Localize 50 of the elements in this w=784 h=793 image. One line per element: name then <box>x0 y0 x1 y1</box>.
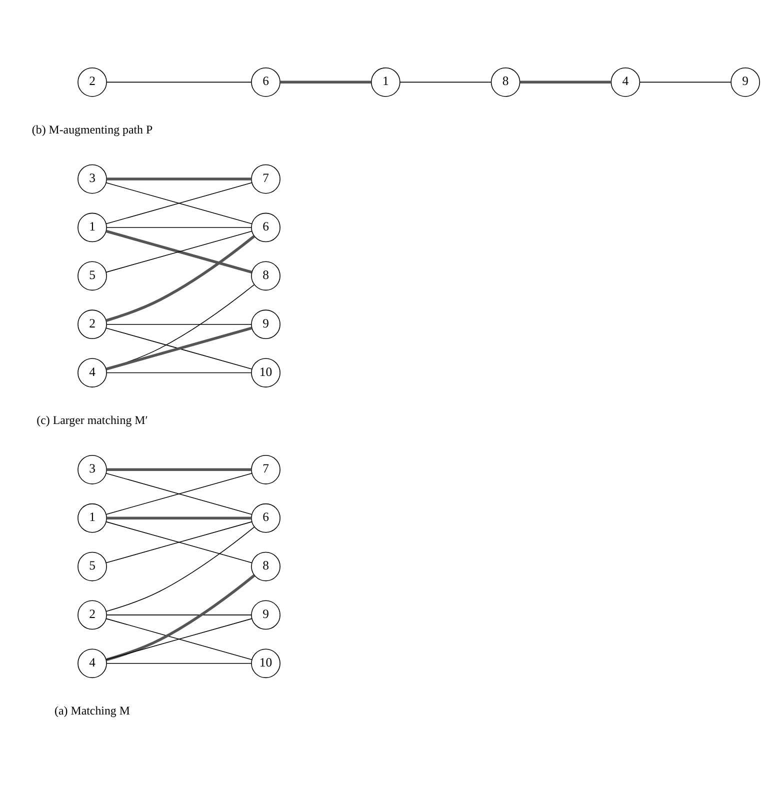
label: (a) Matching M <box>54 703 130 718</box>
node-circle: 4 <box>78 648 107 678</box>
connector <box>106 226 252 228</box>
connector <box>520 80 611 84</box>
node-circle: 2 <box>78 309 107 339</box>
connector <box>106 618 252 660</box>
connector <box>106 81 252 82</box>
connector <box>639 81 732 82</box>
node-circle: 10 <box>251 648 280 678</box>
node-circle: 2 <box>78 66 107 96</box>
node-circle: 7 <box>251 454 280 484</box>
node-circle: 8 <box>490 66 520 96</box>
node-circle: 6 <box>251 502 280 532</box>
node-circle: 8 <box>251 551 280 581</box>
node-circle: 9 <box>251 309 280 339</box>
connector <box>106 526 255 612</box>
connector <box>106 323 252 324</box>
connector <box>106 284 255 369</box>
connector <box>106 614 252 615</box>
node-circle: 8 <box>251 260 280 290</box>
node-circle: 6 <box>251 66 280 96</box>
connector <box>106 520 252 563</box>
connector <box>106 574 256 661</box>
node-circle: 10 <box>251 358 280 387</box>
connector <box>106 516 252 519</box>
label: (b) M-augmenting path P <box>32 122 153 136</box>
connector <box>280 80 372 84</box>
node-circle: 6 <box>251 212 280 242</box>
node-circle: 9 <box>730 66 760 96</box>
node-circle: 4 <box>610 66 640 96</box>
connector <box>106 372 252 373</box>
node-circle: 5 <box>78 260 107 290</box>
node-circle: 5 <box>78 551 107 581</box>
connector <box>106 468 252 471</box>
node-circle: 9 <box>251 600 280 630</box>
connector <box>106 472 252 514</box>
node-circle: 1 <box>78 212 107 242</box>
node-circle: 2 <box>78 600 107 630</box>
node-circle: 3 <box>78 164 107 194</box>
connector <box>106 182 252 224</box>
connector <box>106 662 252 664</box>
label: (c) Larger matching M′ <box>36 412 148 426</box>
node-circle: 4 <box>78 358 107 387</box>
connector <box>106 234 256 322</box>
node-circle: 1 <box>370 66 400 96</box>
node-circle: 3 <box>78 454 107 484</box>
node-circle: 7 <box>251 164 280 194</box>
connector <box>400 81 492 82</box>
node-circle: 1 <box>78 502 107 532</box>
connector <box>106 177 252 180</box>
